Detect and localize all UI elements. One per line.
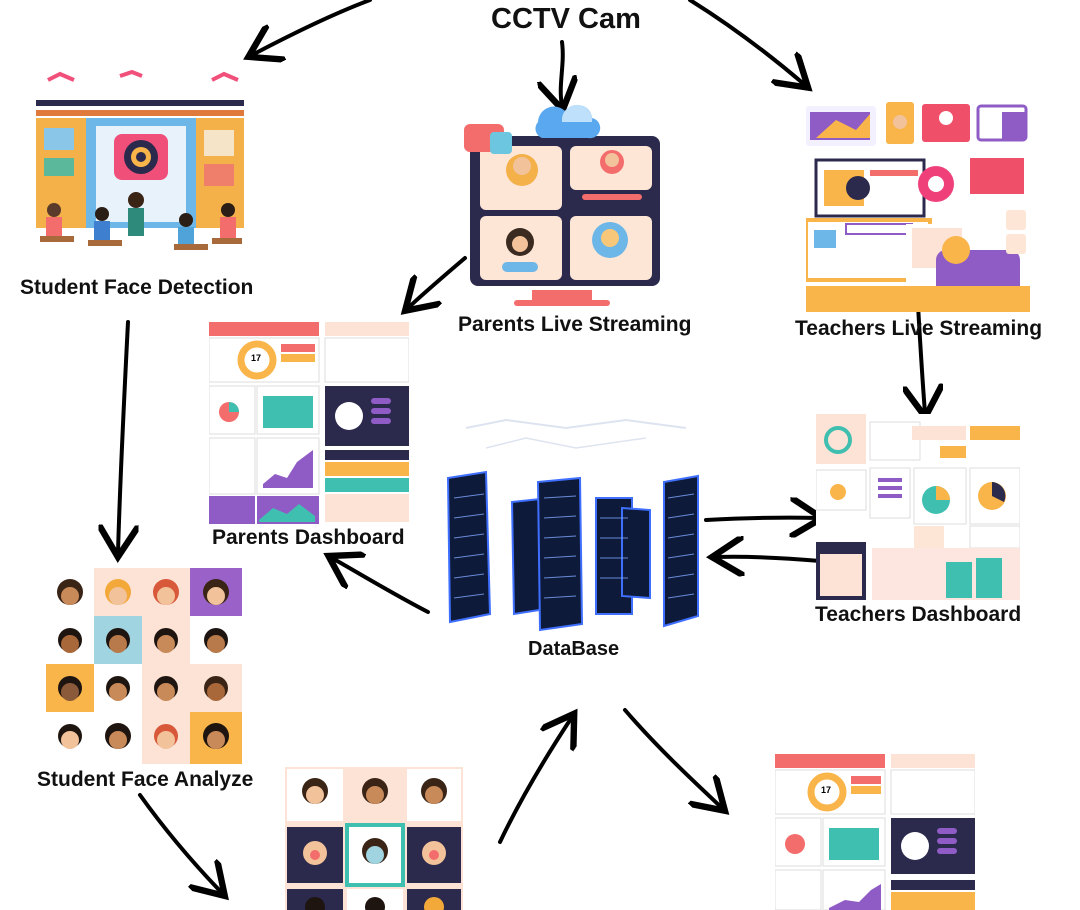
bottom-dashboard-thumbnail: 17 — [775, 754, 975, 910]
arrow-parents-stream-to-dashboard — [408, 256, 467, 308]
parents-live-streaming-illustration — [462, 102, 662, 308]
arrow-cam-to-teachers-stream — [688, 0, 805, 85]
label-teachers-live-streaming: Teachers Live Streaming — [795, 317, 1043, 340]
teachers-live-streaming-illustration — [806, 100, 1030, 312]
arrow-cam-to-parents-stream — [561, 40, 563, 106]
donut-value: 17 — [251, 353, 262, 363]
teachers-dashboard-thumbnail — [816, 414, 1020, 600]
arrow-bottom-to-db — [498, 717, 572, 844]
label-teachers-dashboard: Teachers Dashboard — [815, 603, 1022, 626]
student-face-detection-illustration — [36, 70, 244, 270]
arrow-cam-to-detection — [252, 0, 372, 55]
arrow-teachers-dashboard-to-db — [716, 557, 822, 561]
attendance-faces-illustration — [285, 767, 463, 910]
student-face-analyze-illustration — [46, 568, 242, 764]
arrow-db-to-teachers-dashboard — [704, 518, 818, 520]
diagram-title: CCTV Cam — [491, 3, 641, 35]
label-database: DataBase — [528, 638, 620, 660]
label-parents-live-streaming: Parents Live Streaming — [458, 313, 692, 336]
arrow-analyze-to-bottom — [138, 793, 222, 893]
database-illustration — [446, 418, 704, 632]
label-student-face-detection: Student Face Detection — [20, 276, 254, 299]
arrow-detection-to-analyze — [118, 320, 128, 553]
label-parents-dashboard: Parents Dashboard — [212, 526, 405, 549]
label-student-face-analyze: Student Face Analyze — [37, 768, 254, 791]
bottom-donut-value: 17 — [821, 785, 832, 795]
arrow-db-to-bottom-dashboard — [623, 708, 722, 808]
parents-dashboard-thumbnail: 17 — [209, 322, 409, 524]
arrow-db-to-parents-dashboard — [332, 558, 430, 614]
